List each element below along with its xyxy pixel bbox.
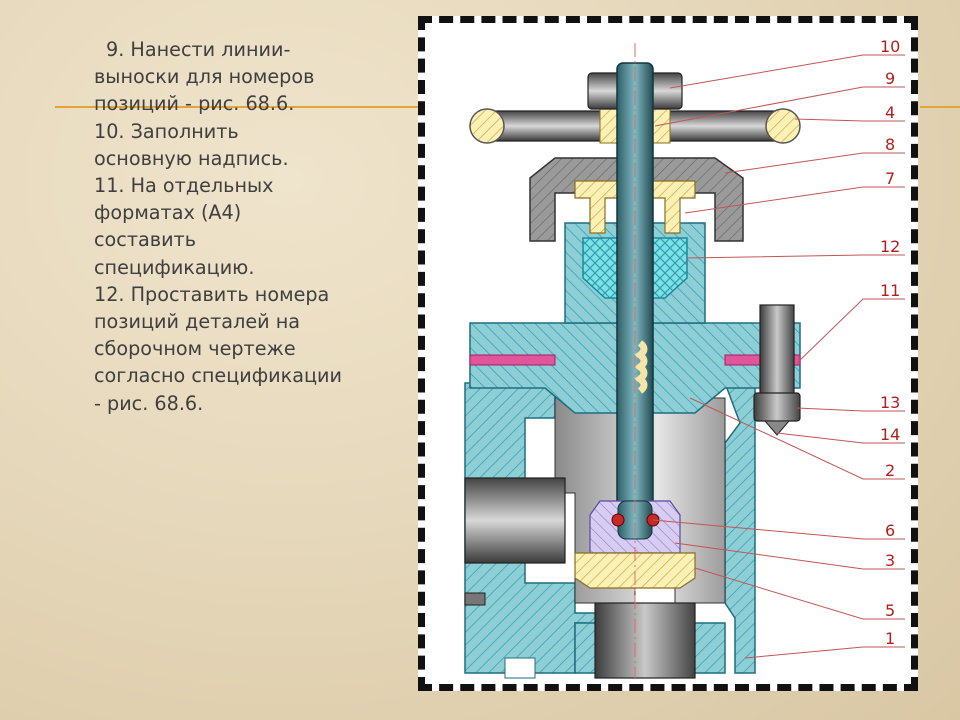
accent-line-right <box>920 106 960 108</box>
text-line: позиций деталей на <box>94 310 301 334</box>
valve-assembly-drawing: 10 9 4 8 7 12 11 13 14 2 6 3 5 1 <box>464 37 905 679</box>
callout-label: 8 <box>885 135 895 154</box>
outlet-pipe <box>594 602 696 679</box>
text-line: - рис. 68.6. <box>94 391 204 415</box>
text-line: 11. На отдельных <box>94 174 274 198</box>
text-line: основную надпись. <box>94 146 289 170</box>
accent-line-left <box>55 106 418 108</box>
gland-part-7 <box>574 180 696 234</box>
ball-part-6-left <box>611 513 625 527</box>
callout-label: 9 <box>885 69 895 88</box>
text-line: 9. Нанести линии- <box>106 38 291 61</box>
instructions-text: 9. Нанести линии- выноски для номеров по… <box>94 36 394 417</box>
seat-ring <box>574 552 696 589</box>
callout-label: 1 <box>885 629 895 648</box>
callout-label: 7 <box>885 169 895 188</box>
callout-label: 10 <box>880 37 900 56</box>
text-line: позиций - рис. 68.6. <box>94 92 295 116</box>
text-line: спецификацию. <box>94 255 255 279</box>
inlet-pipe <box>464 477 566 564</box>
callout-label: 14 <box>880 425 900 444</box>
leader-lines <box>652 54 905 659</box>
gland-nut-part-8 <box>529 157 744 242</box>
callout-numbers: 10 9 4 8 7 12 11 13 14 2 6 3 5 1 <box>880 37 900 648</box>
callout-label: 11 <box>880 281 900 300</box>
drain-plug <box>464 592 486 606</box>
callout-label: 6 <box>885 521 895 540</box>
text-line: 10. Заполнить <box>94 119 239 143</box>
text-line: сборочном чертеже <box>94 337 296 361</box>
callout-label: 3 <box>885 551 895 570</box>
drawing-frame: 10 9 4 8 7 12 11 13 14 2 6 3 5 1 <box>418 16 918 691</box>
callout-label: 5 <box>885 601 895 620</box>
callout-label: 13 <box>880 393 900 412</box>
callout-label: 2 <box>885 461 895 480</box>
gasket-left <box>469 354 556 366</box>
text-line: форматах (А4) <box>94 201 242 225</box>
stud-bolt-part-11 <box>753 304 801 436</box>
text-line: 12. Проставить номера <box>94 282 330 306</box>
spindle-thread <box>634 340 648 394</box>
text-line: составить <box>94 228 197 252</box>
text-line: согласно спецификации <box>94 364 342 388</box>
callout-label: 4 <box>885 103 895 122</box>
text-line: выноски для номеров <box>94 65 315 89</box>
callout-label: 12 <box>880 237 900 256</box>
